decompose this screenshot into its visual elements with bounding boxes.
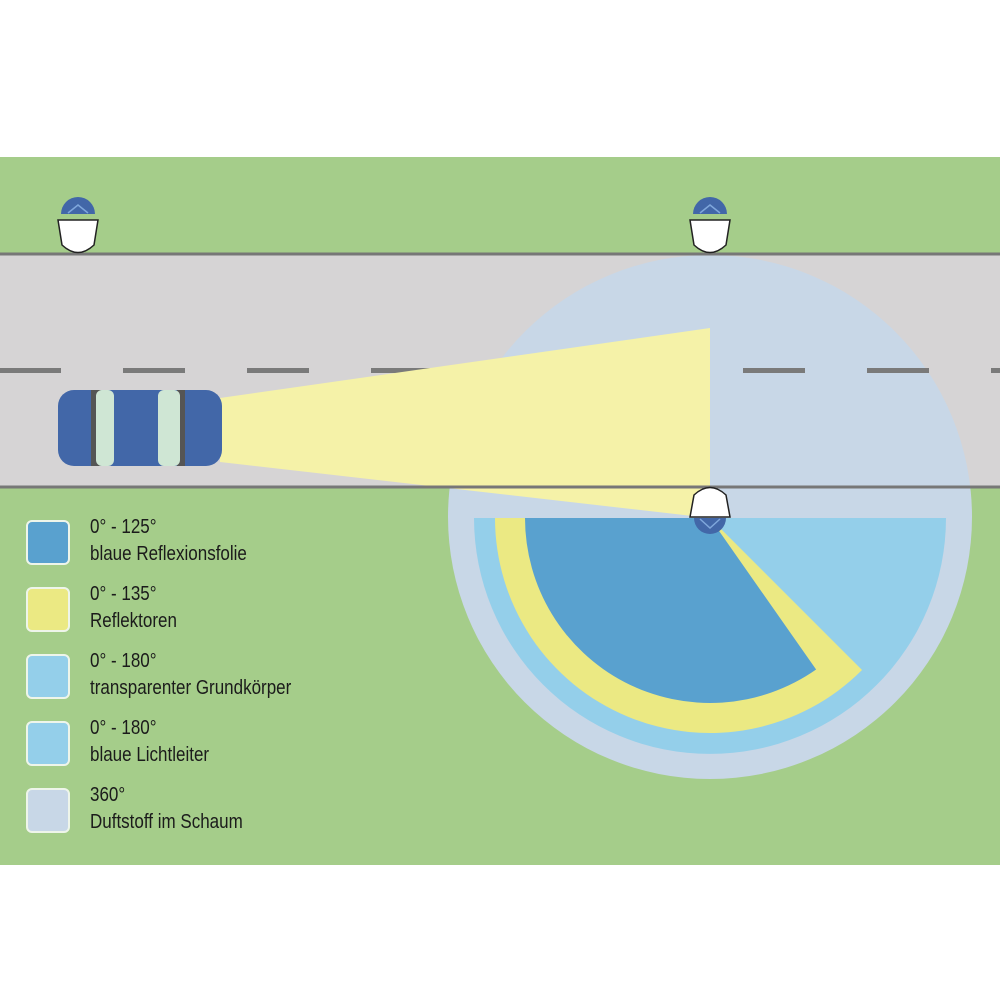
lane-dash <box>247 368 309 373</box>
legend-label: blaue Lichtleiter <box>90 744 210 766</box>
legend-range: 0° - 135° <box>90 583 157 605</box>
reflector-post-icon <box>689 486 731 534</box>
blue-foil-125-zone <box>525 518 817 704</box>
legend-label: blaue Reflexionsfolie <box>90 543 247 565</box>
legend-label: transparenter Grundkörper <box>90 677 292 699</box>
legend-range: 0° - 180° <box>90 717 157 739</box>
legend-swatch <box>26 788 70 833</box>
legend-swatch <box>26 721 70 766</box>
legend-range: 0° - 180° <box>90 650 157 672</box>
lane-dash <box>123 368 185 373</box>
lane-dash <box>867 368 929 373</box>
headlight-beam <box>220 328 710 518</box>
car <box>58 390 222 466</box>
legend-range: 0° - 125° <box>90 516 157 538</box>
reflector-post-icon <box>57 197 99 254</box>
lane-dash <box>371 368 433 373</box>
legend-label: Duftstoff im Schaum <box>90 811 243 833</box>
lane-dash <box>991 368 1000 373</box>
legend-range: 360° <box>90 784 126 806</box>
legend-swatch <box>26 520 70 565</box>
legend-swatch <box>26 654 70 699</box>
reflector-post-icon <box>689 197 731 254</box>
lane-dash <box>0 368 61 373</box>
legend-swatch <box>26 587 70 632</box>
lane-dash <box>743 368 805 373</box>
legend-label: Reflektoren <box>90 610 177 632</box>
